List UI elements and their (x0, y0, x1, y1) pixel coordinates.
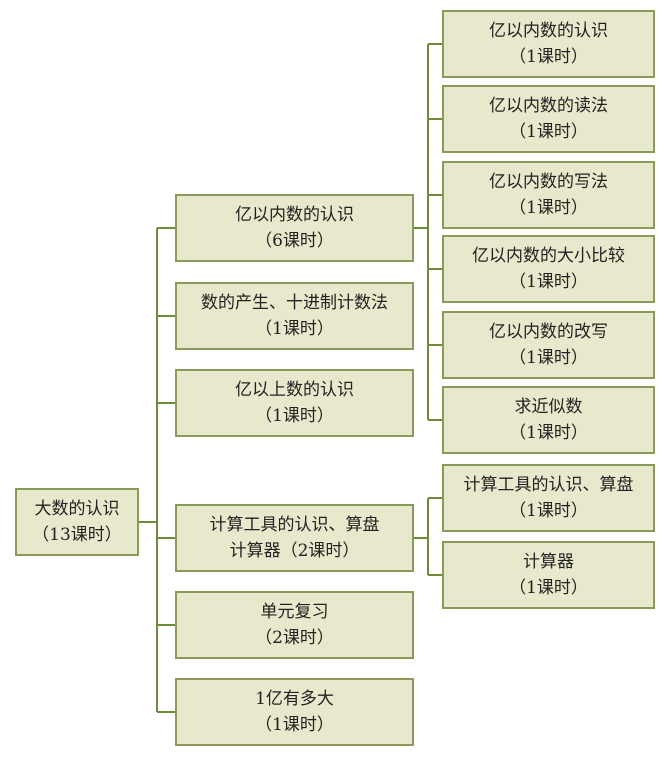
level1-node: 单元复习 （2课时） (175, 591, 414, 659)
root-node: 大数的认识 （13课时） (15, 488, 139, 556)
level2-node: 计算器 （1课时） (442, 541, 655, 609)
node-title: 1亿有多大 (255, 689, 334, 709)
node-hours: （1课时） (255, 715, 334, 735)
node-title: 亿以内数的改写 (489, 322, 608, 342)
node-hours: （6课时） (255, 231, 334, 251)
node-title: 计算器 (523, 552, 574, 572)
node-hours: （1课时） (509, 578, 588, 598)
node-hours: 计算器（2课时） (229, 541, 360, 561)
level2-node: 亿以内数的大小比较 （1课时） (442, 235, 655, 303)
level1-node: 亿以内数的认识 （6课时） (175, 194, 414, 262)
node-title: 数的产生、十进制计数法 (201, 293, 388, 313)
node-title: 亿以上数的认识 (235, 380, 354, 400)
node-title: 亿以内数的写法 (489, 172, 608, 192)
node-hours: （1课时） (255, 406, 334, 426)
node-hours: （1课时） (509, 348, 588, 368)
node-hours: （1课时） (509, 501, 588, 521)
level1-node: 数的产生、十进制计数法 （1课时） (175, 282, 414, 350)
node-title: 亿以内数的认识 (235, 205, 354, 225)
level2-node: 亿以内数的读法 （1课时） (442, 85, 655, 153)
node-title: 求近似数 (514, 397, 583, 417)
level2-node: 计算工具的认识、算盘 （1课时） (442, 464, 655, 532)
node-hours: （1课时） (509, 423, 588, 443)
node-hours: （1课时） (509, 272, 588, 292)
node-title: 亿以内数的大小比较 (472, 246, 625, 266)
node-hours: （1课时） (509, 198, 588, 218)
node-title: 亿以内数的认识 (489, 21, 608, 41)
node-title: 亿以内数的读法 (489, 96, 608, 116)
node-title: 计算工具的认识、算盘 (463, 475, 634, 495)
level1-node: 1亿有多大 （1课时） (175, 678, 414, 746)
root-title: 大数的认识 (34, 499, 120, 519)
level2-node: 求近似数 （1课时） (442, 386, 655, 454)
node-title: 单元复习 (260, 602, 329, 622)
root-hours: （13课时） (32, 525, 122, 545)
level2-node: 亿以内数的写法 （1课时） (442, 161, 655, 229)
level2-node: 亿以内数的改写 （1课时） (442, 311, 655, 379)
node-hours: （1课时） (509, 47, 588, 67)
node-hours: （1课时） (509, 122, 588, 142)
node-hours: （1课时） (255, 319, 334, 339)
level2-node: 亿以内数的认识 （1课时） (442, 10, 655, 78)
level1-node: 亿以上数的认识 （1课时） (175, 369, 414, 437)
node-title: 计算工具的认识、算盘 (209, 515, 380, 535)
level1-node: 计算工具的认识、算盘 计算器（2课时） (175, 504, 414, 572)
node-hours: （2课时） (255, 628, 334, 648)
